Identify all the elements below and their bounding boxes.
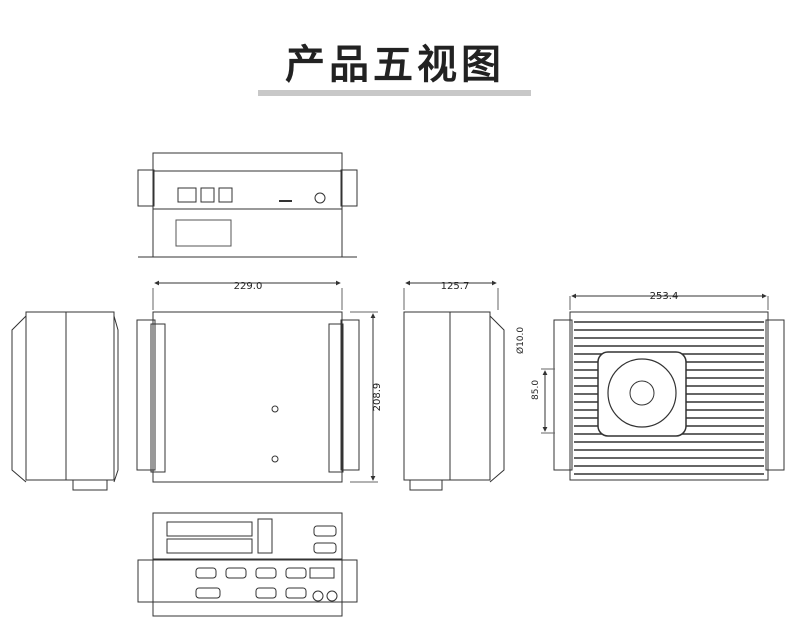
right-view bbox=[403, 280, 505, 491]
front-view bbox=[137, 152, 358, 258]
title-underline bbox=[258, 90, 531, 96]
top-view bbox=[136, 280, 378, 483]
front-vent bbox=[175, 219, 232, 247]
dim-top-width: 229.0 bbox=[234, 281, 263, 292]
bottom-view bbox=[137, 512, 358, 617]
back-view bbox=[541, 293, 785, 481]
left-view bbox=[11, 311, 119, 491]
dim-hole-diameter: Ø10.0 bbox=[515, 327, 526, 354]
dim-hole-spacing: 85.0 bbox=[531, 380, 541, 400]
page-title: 产品五视图 bbox=[285, 42, 505, 88]
dim-back-width: 253.4 bbox=[650, 291, 679, 302]
dim-side-depth: 125.7 bbox=[441, 281, 470, 292]
dim-top-height: 208.9 bbox=[372, 383, 383, 412]
